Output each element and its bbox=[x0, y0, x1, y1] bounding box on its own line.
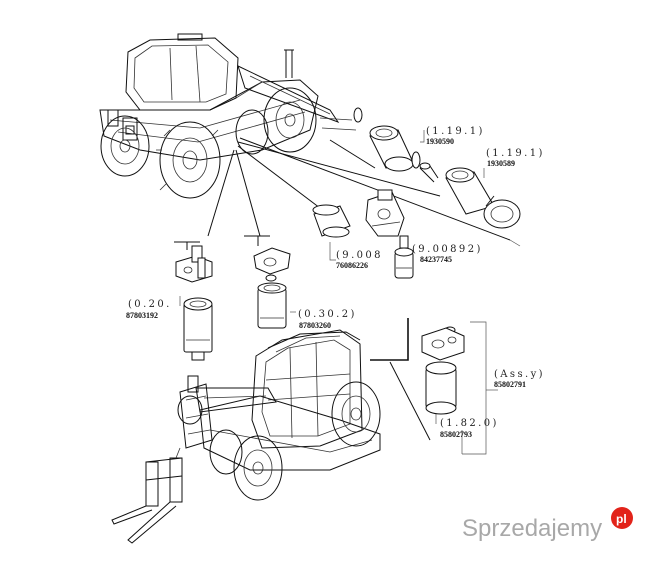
part-ref: (1.19.1) bbox=[426, 126, 485, 137]
watermark: Sprzedajemy pl bbox=[462, 507, 633, 542]
part-ref: (1.82.0) bbox=[440, 418, 499, 429]
part-number: 85802793 bbox=[440, 430, 472, 439]
part-number: 87803192 bbox=[126, 311, 158, 320]
part-number: 76086226 bbox=[336, 261, 368, 270]
leader-lines-bottom bbox=[370, 318, 431, 441]
part-number: 85802791 bbox=[494, 380, 526, 389]
leader-lines-top bbox=[207, 137, 511, 241]
part-ref: (0.20. bbox=[128, 299, 172, 310]
telehandler-bottom-illustration bbox=[111, 329, 381, 544]
filter-head-group bbox=[312, 189, 414, 279]
watermark-text: Sprzedajemy bbox=[462, 515, 602, 542]
part-number: 1930590 bbox=[426, 137, 454, 146]
part-labels: (1.19.1) 1930590 (1.19.1) 1930589 (9.008… bbox=[126, 126, 545, 439]
part-ref: (9.00892) bbox=[412, 244, 483, 255]
assembly-group bbox=[421, 321, 498, 455]
watermark-badge-icon bbox=[611, 507, 633, 529]
part-ref: (9.008 bbox=[336, 250, 383, 261]
part-ref: (Ass.y) bbox=[494, 369, 545, 380]
telehandler-top-illustration bbox=[99, 33, 357, 199]
left-filter-group bbox=[174, 241, 213, 361]
watermark-badge-text: pl bbox=[616, 512, 627, 526]
part-number: 87803260 bbox=[299, 321, 331, 330]
middle-filter-group bbox=[244, 235, 291, 329]
part-ref: (0.30.2) bbox=[298, 309, 357, 320]
part-number: 84237745 bbox=[420, 255, 452, 264]
part-ref: (1.19.1) bbox=[486, 148, 545, 159]
part-number: 1930589 bbox=[487, 159, 515, 168]
air-filter-group bbox=[353, 107, 521, 247]
